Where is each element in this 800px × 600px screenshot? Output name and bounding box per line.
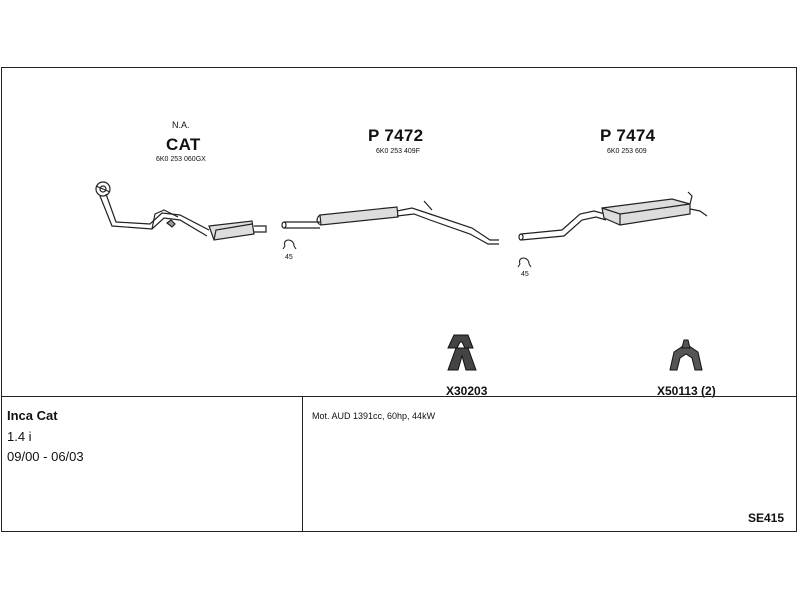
exhaust-diagram-frame: N.A. CAT 6K0 253 060GX P 7472 6K0 253 40… <box>1 67 797 532</box>
rear-silencer-oem-number: 6K0 253 609 <box>607 148 647 155</box>
vehicle-years: 09/00 - 06/03 <box>7 449 84 464</box>
accessory-code-2: X50113 (2) <box>657 384 716 398</box>
clamp-drawing-1 <box>282 239 297 250</box>
middle-clamp-size: 45 <box>285 254 293 261</box>
cat-part-name: CAT <box>166 135 201 154</box>
parts-diagram: N.A. CAT 6K0 253 060GX P 7472 6K0 253 40… <box>2 68 796 398</box>
cat-oem-number: 6K0 253 060GX <box>156 156 206 163</box>
rear-silencer-drawing <box>518 191 708 241</box>
cat-note-label: N.A. <box>172 120 190 130</box>
middle-silencer-drawing <box>281 200 499 245</box>
rear-clamp-size: 45 <box>521 271 529 278</box>
divider-vertical <box>302 397 303 531</box>
divider-horizontal <box>2 396 796 397</box>
accessory-code-1: X30203 <box>446 384 488 398</box>
vehicle-model: Inca Cat <box>7 408 58 423</box>
middle-silencer-part-name: P 7472 <box>368 126 424 145</box>
middle-silencer-oem-number: 6K0 253 409F <box>376 148 420 155</box>
system-code: SE415 <box>748 511 785 525</box>
vehicle-engine: 1.4 i <box>7 429 32 444</box>
rear-silencer-part-name: P 7474 <box>600 126 656 145</box>
engine-info: Mot. AUD 1391cc, 60hp, 44kW <box>312 411 436 421</box>
catalytic-converter-drawing <box>95 181 267 241</box>
clamp-drawing-2 <box>517 257 532 268</box>
rubber-mount-x50113-drawing <box>669 339 703 371</box>
exhaust-parts-drawing <box>95 181 708 371</box>
rubber-hanger-x30203-drawing <box>447 334 477 371</box>
